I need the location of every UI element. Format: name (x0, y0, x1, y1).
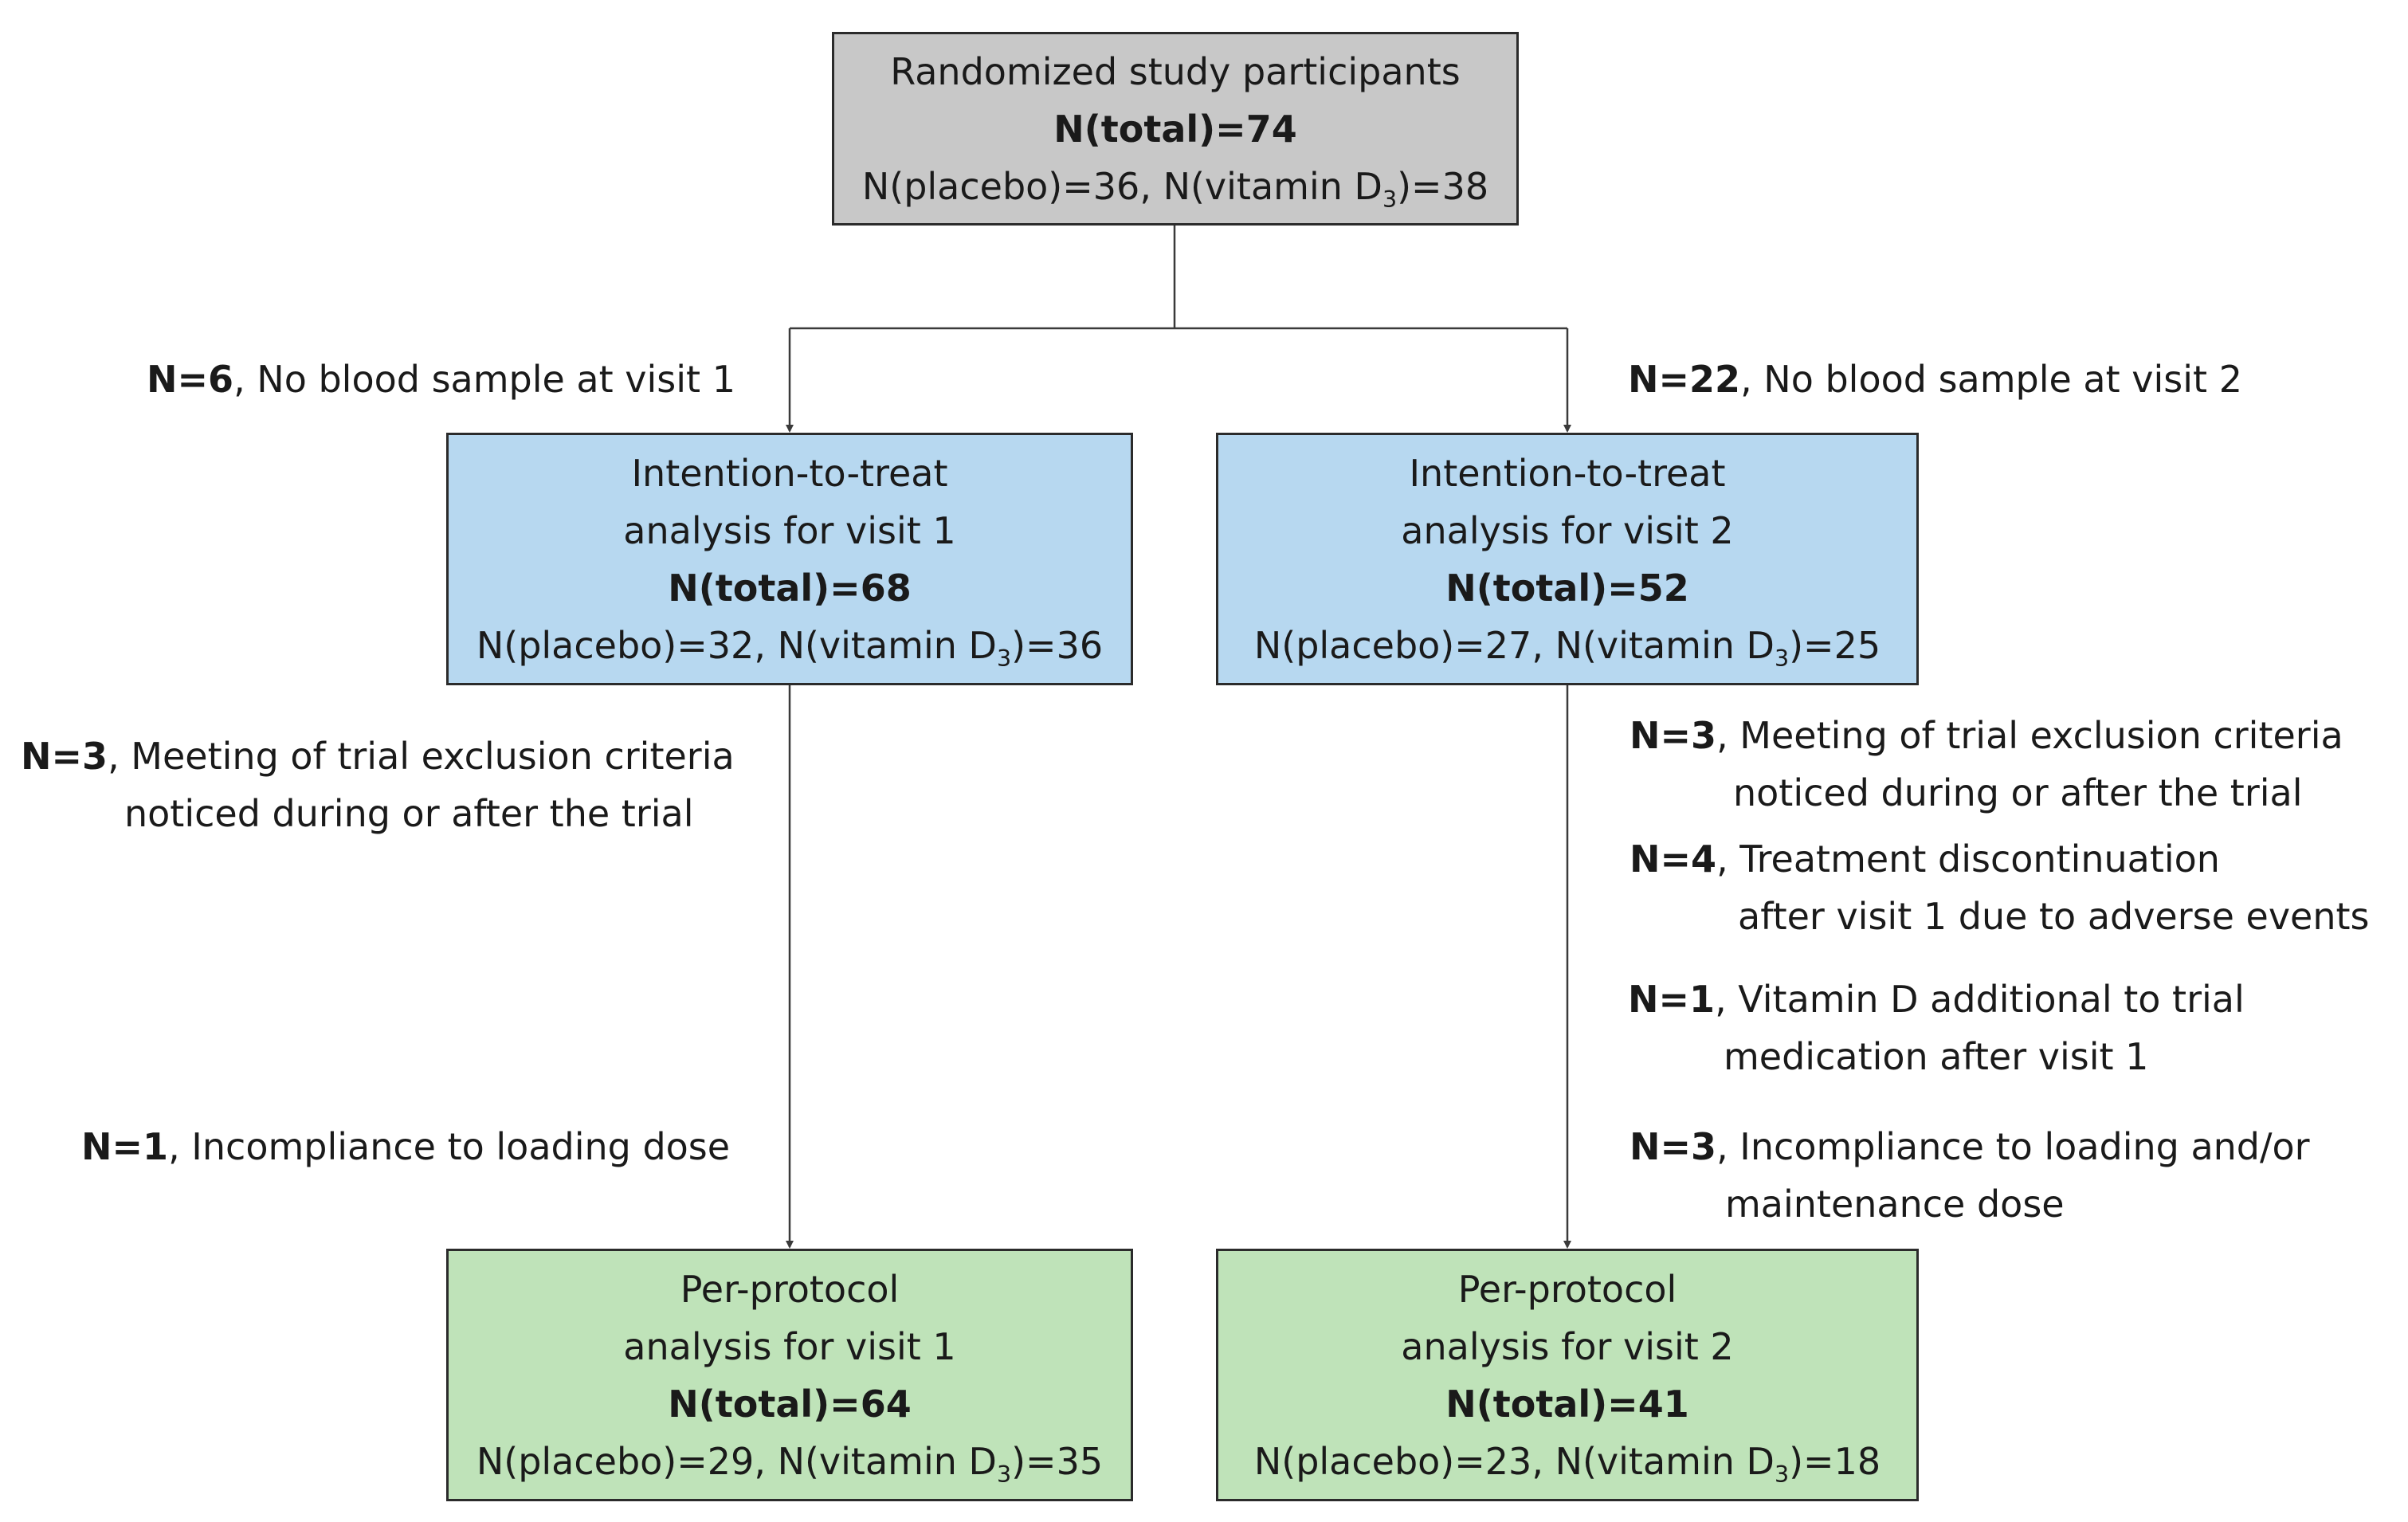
exclusion-no-blood-visit1: N=6, No blood sample at visit 1 (147, 351, 735, 408)
pp-visit1-title-1: Per-protocol (680, 1267, 900, 1311)
randomized-title: Randomized study participants (890, 49, 1461, 93)
exclusion-criteria-visit2: N=3, Meeting of trial exclusion criteria… (1630, 707, 2343, 822)
itt-visit1-box: Intention-to-treat analysis for visit 1 … (446, 433, 1133, 685)
pp-visit1-title-2: analysis for visit 1 (623, 1324, 956, 1368)
randomized-box: Randomized study participants N(total)=7… (832, 32, 1519, 226)
groups-prefix: N(placebo)=23, N(vitamin D (1253, 1439, 1775, 1483)
pp-visit1-box: Per-protocol analysis for visit 1 N(tota… (446, 1249, 1133, 1501)
groups-suffix: )=18 (1789, 1439, 1881, 1483)
itt-visit2-title-2: analysis for visit 2 (1401, 508, 1734, 552)
exclusion-reason-continued: after visit 1 due to adverse events (1738, 895, 2370, 938)
exclusion-count: N=4 (1630, 837, 1717, 881)
exclusion-reason-continued: noticed during or after the trial (1733, 771, 2303, 814)
exclusion-reason-continued: medication after visit 1 (1724, 1035, 2149, 1078)
exclusion-reason: , No blood sample at visit 2 (1740, 358, 2242, 401)
exclusion-reason: , Treatment discontinuation (1716, 837, 2220, 881)
pp-visit1-total: N(total)=64 (668, 1382, 912, 1426)
pp-visit2-box: Per-protocol analysis for visit 2 N(tota… (1216, 1249, 1919, 1501)
groups-suffix: )=38 (1397, 164, 1489, 208)
itt-visit1-title-2: analysis for visit 1 (623, 508, 956, 552)
groups-prefix: N(placebo)=29, N(vitamin D (476, 1439, 997, 1483)
exclusion-count: N=1 (1628, 978, 1716, 1021)
exclusion-reason: , No blood sample at visit 1 (233, 358, 735, 401)
itt-visit2-total: N(total)=52 (1445, 566, 1689, 610)
groups-subscript: 3 (1774, 1461, 1790, 1488)
exclusion-discontinuation-visit2: N=4, Treatment discontinuation after vis… (1630, 830, 2370, 945)
exclusion-reason: , Meeting of trial exclusion criteria (108, 735, 735, 778)
exclusion-reason: , Incompliance to loading and/or (1716, 1125, 2310, 1168)
pp-visit2-title-2: analysis for visit 2 (1401, 1324, 1734, 1368)
exclusion-count: N=3 (1630, 1125, 1717, 1168)
exclusion-reason: , Vitamin D additional to trial (1715, 978, 2245, 1021)
itt-visit2-groups: N(placebo)=27, N(vitamin D3)=25 (1254, 617, 1881, 674)
exclusion-reason-continued: noticed during or after the trial (124, 792, 694, 835)
groups-prefix: N(placebo)=27, N(vitamin D (1253, 623, 1775, 667)
exclusion-count: N=1 (81, 1125, 169, 1168)
exclusion-count: N=3 (21, 735, 108, 778)
groups-prefix: N(placebo)=36, N(vitamin D (861, 164, 1382, 208)
exclusion-reason-continued: maintenance dose (1725, 1183, 2065, 1226)
itt-visit2-box: Intention-to-treat analysis for visit 2 … (1216, 433, 1919, 685)
groups-suffix: )=35 (1011, 1439, 1104, 1483)
groups-suffix: )=36 (1011, 623, 1104, 667)
itt-visit1-groups: N(placebo)=32, N(vitamin D3)=36 (477, 617, 1103, 674)
groups-subscript: 3 (1382, 186, 1398, 213)
exclusion-reason: , Meeting of trial exclusion criteria (1716, 714, 2343, 757)
exclusion-incompliance-visit2: N=3, Incompliance to loading and/or main… (1630, 1118, 2310, 1233)
pp-visit1-groups: N(placebo)=29, N(vitamin D3)=35 (477, 1433, 1103, 1490)
itt-visit1-title-1: Intention-to-treat (631, 451, 948, 495)
exclusion-count: N=3 (1630, 714, 1717, 757)
exclusion-loading-visit1: N=1, Incompliance to loading dose (81, 1118, 730, 1175)
groups-subscript: 3 (996, 1461, 1012, 1488)
groups-subscript: 3 (1774, 645, 1790, 672)
randomized-groups: N(placebo)=36, N(vitamin D3)=38 (862, 158, 1488, 215)
groups-suffix: )=25 (1789, 623, 1881, 667)
exclusion-criteria-visit1: N=3, Meeting of trial exclusion criteria… (21, 728, 735, 842)
exclusion-reason: , Incompliance to loading dose (168, 1125, 731, 1168)
itt-visit2-title-1: Intention-to-treat (1409, 451, 1726, 495)
exclusion-count: N=6 (147, 358, 234, 401)
pp-visit2-title-1: Per-protocol (1457, 1267, 1677, 1311)
exclusion-count: N=22 (1628, 358, 1741, 401)
groups-subscript: 3 (996, 645, 1012, 672)
exclusion-no-blood-visit2: N=22, No blood sample at visit 2 (1628, 351, 2242, 408)
pp-visit2-total: N(total)=41 (1445, 1382, 1689, 1426)
exclusion-vitd-additional-visit2: N=1, Vitamin D additional to trial medic… (1628, 971, 2245, 1085)
itt-visit1-total: N(total)=68 (668, 566, 912, 610)
pp-visit2-groups: N(placebo)=23, N(vitamin D3)=18 (1254, 1433, 1881, 1490)
randomized-total: N(total)=74 (1053, 107, 1297, 151)
groups-prefix: N(placebo)=32, N(vitamin D (476, 623, 997, 667)
